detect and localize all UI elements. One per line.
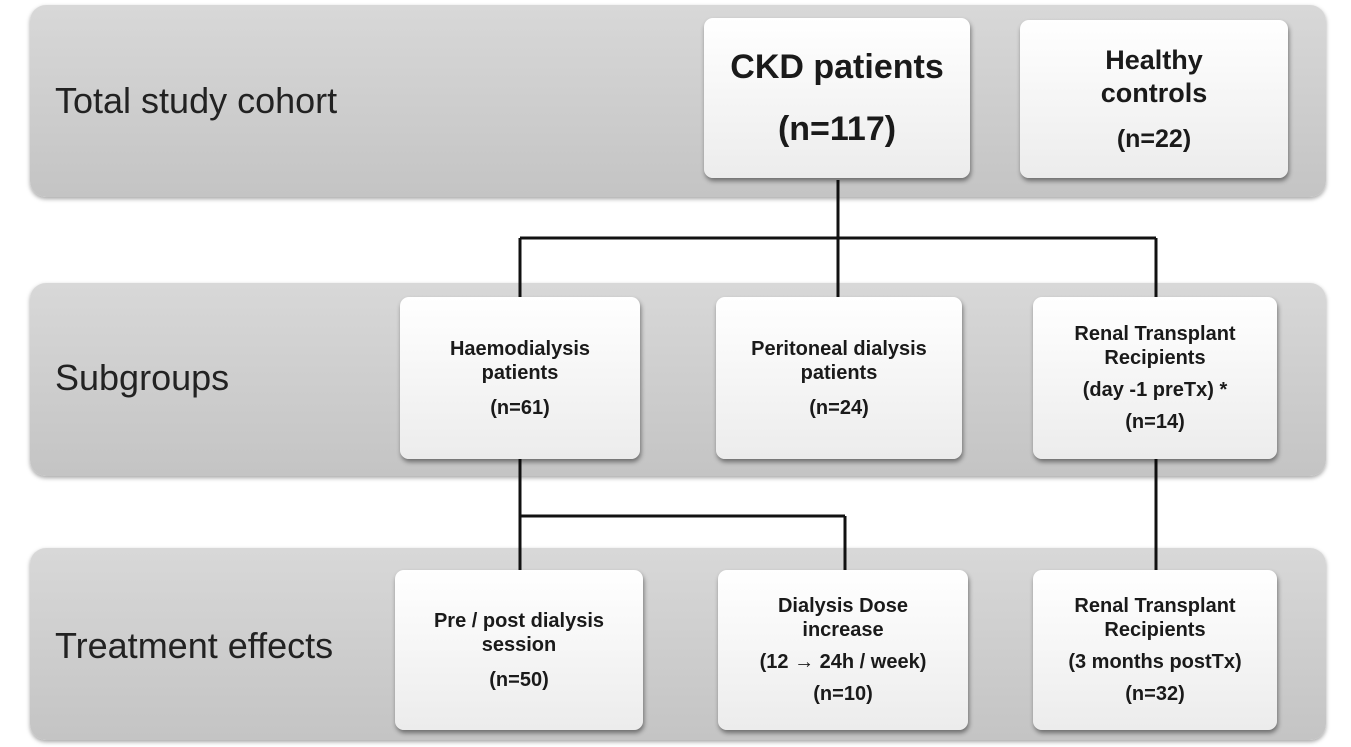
transplant-pre-detail: (day -1 preTx) * bbox=[1082, 379, 1228, 401]
dialysis-dose-title: Dialysis Dose increase bbox=[777, 595, 909, 641]
transplant-pre-count: (n=14) bbox=[1125, 411, 1185, 433]
pre-post-dialysis-title: Pre / post dialysis session bbox=[433, 609, 605, 656]
haemodialysis-box: Haemodialysis patients (n=61) bbox=[400, 297, 640, 459]
ckd-patients-box: CKD patients (n=117) bbox=[704, 18, 970, 178]
transplant-post-box: Renal Transplant Recipients (3 months po… bbox=[1033, 570, 1277, 730]
transplant-pre-title: Renal Transplant Recipients bbox=[1074, 323, 1236, 369]
healthy-controls-count: (n=22) bbox=[1116, 124, 1192, 153]
peritoneal-dialysis-count: (n=24) bbox=[809, 396, 869, 419]
haemodialysis-title: Haemodialysis patients bbox=[449, 337, 591, 384]
haemodialysis-count: (n=61) bbox=[490, 396, 550, 419]
healthy-controls-title: Healthy controls bbox=[1100, 45, 1208, 108]
dialysis-dose-detail: (12 → 24h / week) bbox=[759, 651, 927, 673]
healthy-controls-box: Healthy controls (n=22) bbox=[1020, 20, 1288, 178]
transplant-pre-box: Renal Transplant Recipients (day -1 preT… bbox=[1033, 297, 1277, 459]
transplant-post-detail: (3 months postTx) bbox=[1068, 651, 1242, 673]
dialysis-dose-count: (n=10) bbox=[813, 683, 873, 705]
ckd-patients-count: (n=117) bbox=[777, 109, 897, 148]
transplant-post-count: (n=32) bbox=[1125, 683, 1185, 705]
pre-post-dialysis-box: Pre / post dialysis session (n=50) bbox=[395, 570, 643, 730]
peritoneal-dialysis-title: Peritoneal dialysis patients bbox=[751, 337, 927, 384]
ckd-patients-title: CKD patients bbox=[730, 48, 944, 87]
label-treatment-effects: Treatment effects bbox=[55, 625, 334, 666]
transplant-post-title: Renal Transplant Recipients bbox=[1074, 595, 1236, 641]
dialysis-dose-box: Dialysis Dose increase (12 → 24h / week)… bbox=[718, 570, 968, 730]
label-total-study-cohort: Total study cohort bbox=[55, 80, 338, 121]
label-subgroups: Subgroups bbox=[55, 357, 230, 398]
peritoneal-dialysis-box: Peritoneal dialysis patients (n=24) bbox=[716, 297, 962, 459]
pre-post-dialysis-count: (n=50) bbox=[489, 668, 549, 691]
